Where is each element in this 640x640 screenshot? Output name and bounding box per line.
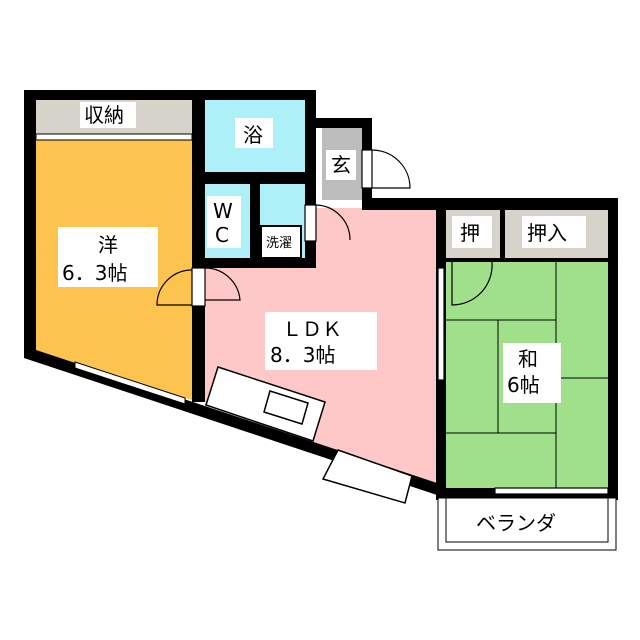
storage-label: 収納 bbox=[84, 103, 124, 127]
bay-window[interactable] bbox=[321, 449, 413, 504]
washroom-door bbox=[315, 204, 351, 241]
ldk-size: 8．3帖 bbox=[270, 343, 335, 367]
western-door-leaf bbox=[191, 267, 206, 307]
wc-label-c: C bbox=[215, 223, 229, 247]
wc-label-w: W bbox=[213, 199, 233, 223]
western-door bbox=[156, 269, 193, 306]
wc-door bbox=[204, 267, 241, 301]
laundry-label: 洗濯 bbox=[266, 236, 292, 251]
closet1-label: 押 bbox=[460, 221, 480, 245]
western-room-label: 洋 bbox=[98, 233, 118, 257]
entrance-label: 玄 bbox=[331, 153, 351, 177]
kitchen-counter bbox=[205, 366, 326, 442]
entrance-door bbox=[371, 149, 411, 189]
western-window[interactable] bbox=[74, 361, 186, 405]
entrance-door-leaf bbox=[361, 149, 373, 189]
balcony bbox=[437, 497, 617, 551]
balcony-rail bbox=[445, 497, 609, 543]
balcony-window bbox=[494, 487, 609, 495]
washroom-door-leaf bbox=[304, 204, 317, 242]
closet-door bbox=[451, 261, 493, 306]
japanese-room-label: 和 bbox=[518, 347, 538, 371]
bath-label: 浴 bbox=[243, 123, 263, 147]
sink-icon bbox=[263, 390, 309, 425]
western-room-size: 6．3帖 bbox=[62, 261, 127, 285]
storage-sliding-door[interactable] bbox=[35, 133, 193, 141]
japanese-room-size: 6帖 bbox=[507, 373, 540, 397]
balcony-label: ベランダ bbox=[476, 511, 556, 535]
ldk-label: ＬＤＫ bbox=[282, 317, 342, 341]
japanese-sliding-door bbox=[437, 267, 445, 381]
closet2-label: 押入 bbox=[527, 221, 567, 245]
doors[interactable] bbox=[156, 149, 609, 495]
